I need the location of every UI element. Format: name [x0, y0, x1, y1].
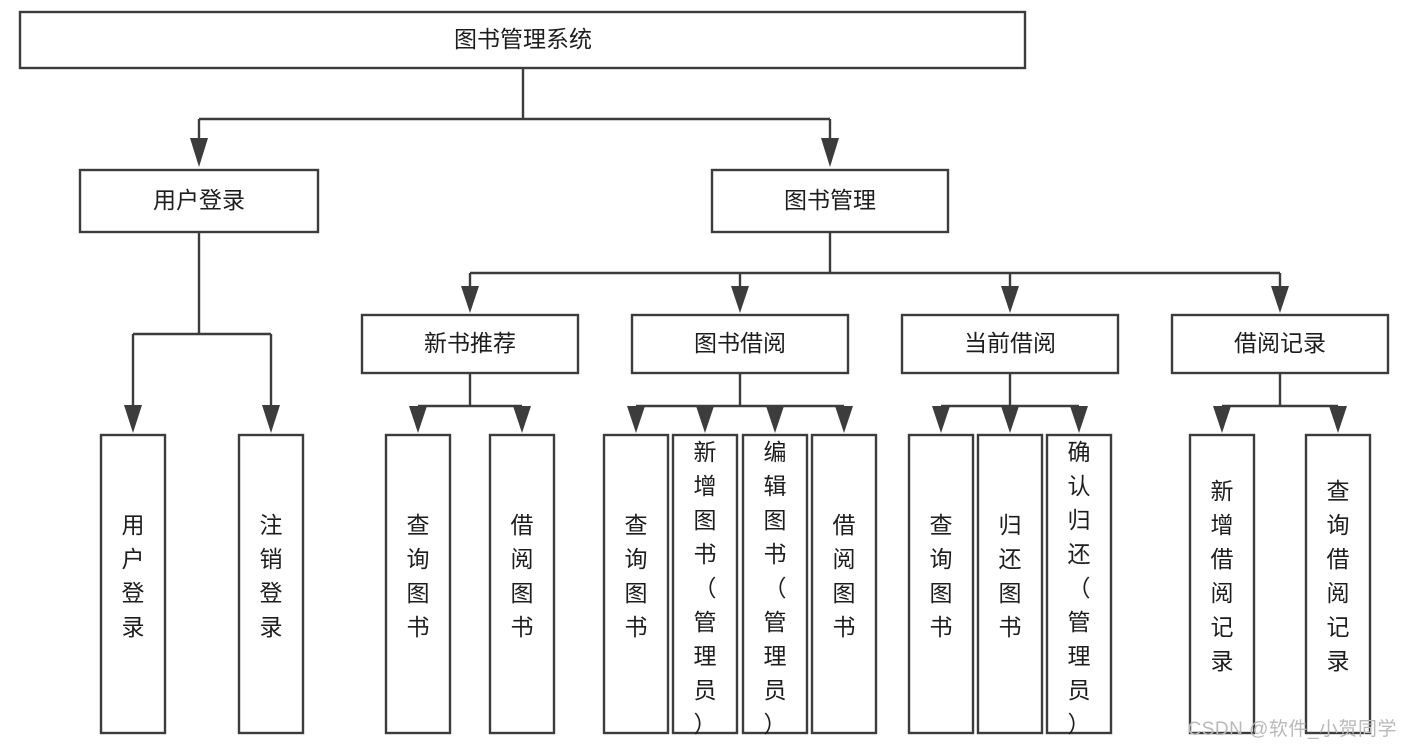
node-user-login-box[interactable] — [78, 168, 320, 234]
node-new-book-recommend-label: 新书推荐 — [424, 330, 516, 356]
leaf-user-login-label: 用户登录 — [122, 512, 145, 640]
node-book-manage-box[interactable] — [710, 168, 950, 234]
node-book-manage-label: 图书管理 — [784, 187, 876, 213]
leaf-confirm-return[interactable]: 确认归还（管理员） — [1045, 433, 1113, 737]
leaf-query-record-label: 查询借阅记录 — [1327, 478, 1350, 674]
node-root-label: 图书管理系统 — [454, 26, 592, 52]
arrow-head-leaf-logout — [262, 405, 280, 433]
leaf-user-login[interactable]: 用户登录 — [99, 433, 167, 735]
leaf-borrow-book-1-label: 借阅图书 — [511, 512, 534, 640]
leaf-query-book-1-box[interactable] — [384, 433, 452, 735]
leaf-logout[interactable]: 注销登录 — [237, 433, 305, 735]
arrow-head-leaf-query-record — [1329, 406, 1347, 433]
leaf-borrow-book-1[interactable]: 借阅图书 — [488, 433, 556, 735]
node-root[interactable]: 图书管理系统 — [18, 10, 1027, 70]
node-new-book-recommend[interactable]: 新书推荐 — [360, 313, 580, 375]
arrow-head-book-borrow — [731, 286, 749, 313]
csdn-watermark: CSDN @软件_小贺同学 — [1187, 719, 1397, 740]
arrow-head-book-manage — [821, 138, 839, 167]
arrow-head-new-book-recommend — [461, 286, 479, 313]
node-new-book-recommend-box[interactable] — [360, 313, 580, 375]
node-current-borrow-label: 当前借阅 — [964, 330, 1056, 356]
leaf-query-book-3[interactable]: 查询图书 — [907, 433, 975, 735]
leaf-return-book[interactable]: 归还图书 — [976, 433, 1044, 735]
leaf-borrow-book-2[interactable]: 借阅图书 — [810, 433, 878, 735]
arrow-head-leaf-confirm-return — [1070, 406, 1088, 433]
node-book-manage[interactable]: 图书管理 — [710, 168, 950, 234]
arrow-head-leaf-query-book-2 — [627, 406, 645, 433]
leaf-confirm-return-label: 确认归还（管理员） — [1068, 439, 1091, 737]
arrow-head-leaf-borrow-book-1 — [513, 406, 531, 433]
node-book-borrow-box[interactable] — [630, 313, 850, 375]
leaf-return-book-label: 归还图书 — [999, 512, 1022, 640]
arrow-head-leaf-user-login — [124, 405, 142, 433]
leaf-borrow-book-2-box[interactable] — [810, 433, 878, 735]
arrow-head-borrow-record — [1271, 286, 1289, 313]
leaf-query-book-1[interactable]: 查询图书 — [384, 433, 452, 735]
connector-group — [124, 68, 1347, 433]
leaf-logout-box[interactable] — [237, 433, 305, 735]
leaf-return-book-box[interactable] — [976, 433, 1044, 735]
leaf-borrow-book-1-box[interactable] — [488, 433, 556, 735]
leaf-borrow-book-2-label: 借阅图书 — [833, 512, 856, 640]
node-current-borrow-box[interactable] — [900, 313, 1120, 375]
leaf-query-record[interactable]: 查询借阅记录 — [1304, 433, 1372, 735]
node-book-borrow[interactable]: 图书借阅 — [630, 313, 850, 375]
node-book-borrow-label: 图书借阅 — [694, 330, 786, 356]
leaf-add-book-label: 新增图书（管理员） — [694, 439, 717, 737]
leaf-add-book-box[interactable] — [671, 433, 739, 735]
arrow-head-user-login — [190, 138, 208, 167]
leaf-query-book-3-box[interactable] — [907, 433, 975, 735]
leaf-edit-book-box[interactable] — [741, 433, 809, 735]
leaf-logout-label: 注销登录 — [260, 512, 283, 640]
leaf-confirm-return-box[interactable] — [1045, 433, 1113, 735]
leaf-add-record[interactable]: 新增借阅记录 — [1188, 433, 1256, 735]
node-root-box[interactable] — [18, 10, 1027, 70]
arrow-head-leaf-query-book-1 — [409, 406, 427, 433]
arrow-head-leaf-add-record — [1213, 406, 1231, 433]
arrow-head-leaf-edit-book — [766, 406, 784, 433]
node-user-login[interactable]: 用户登录 — [78, 168, 320, 234]
leaf-query-record-box[interactable] — [1304, 433, 1372, 735]
node-current-borrow[interactable]: 当前借阅 — [900, 313, 1120, 375]
node-user-login-label: 用户登录 — [153, 187, 245, 213]
leaf-query-book-2[interactable]: 查询图书 — [602, 433, 670, 735]
arrow-head-leaf-query-book-3 — [932, 406, 950, 433]
arrow-head-leaf-add-book — [696, 406, 714, 433]
leaf-query-book-3-label: 查询图书 — [930, 512, 953, 640]
node-borrow-record-box[interactable] — [1170, 313, 1390, 375]
arrow-head-leaf-return-book — [1001, 406, 1019, 433]
leaf-add-record-label: 新增借阅记录 — [1211, 478, 1234, 674]
node-borrow-record[interactable]: 借阅记录 — [1170, 313, 1390, 375]
leaf-edit-book[interactable]: 编辑图书（管理员） — [741, 433, 809, 737]
leaf-query-book-1-label: 查询图书 — [407, 512, 430, 640]
leaf-add-record-box[interactable] — [1188, 433, 1256, 735]
leaf-query-book-2-label: 查询图书 — [625, 512, 648, 640]
leaf-user-login-box[interactable] — [99, 433, 167, 735]
arrow-head-current-borrow — [1001, 286, 1019, 313]
leaf-query-book-2-box[interactable] — [602, 433, 670, 735]
leaf-edit-book-label: 编辑图书（管理员） — [764, 439, 787, 737]
node-borrow-record-label: 借阅记录 — [1234, 330, 1326, 356]
arrow-head-leaf-borrow-book-2 — [835, 406, 853, 433]
leaf-add-book[interactable]: 新增图书（管理员） — [671, 433, 739, 737]
